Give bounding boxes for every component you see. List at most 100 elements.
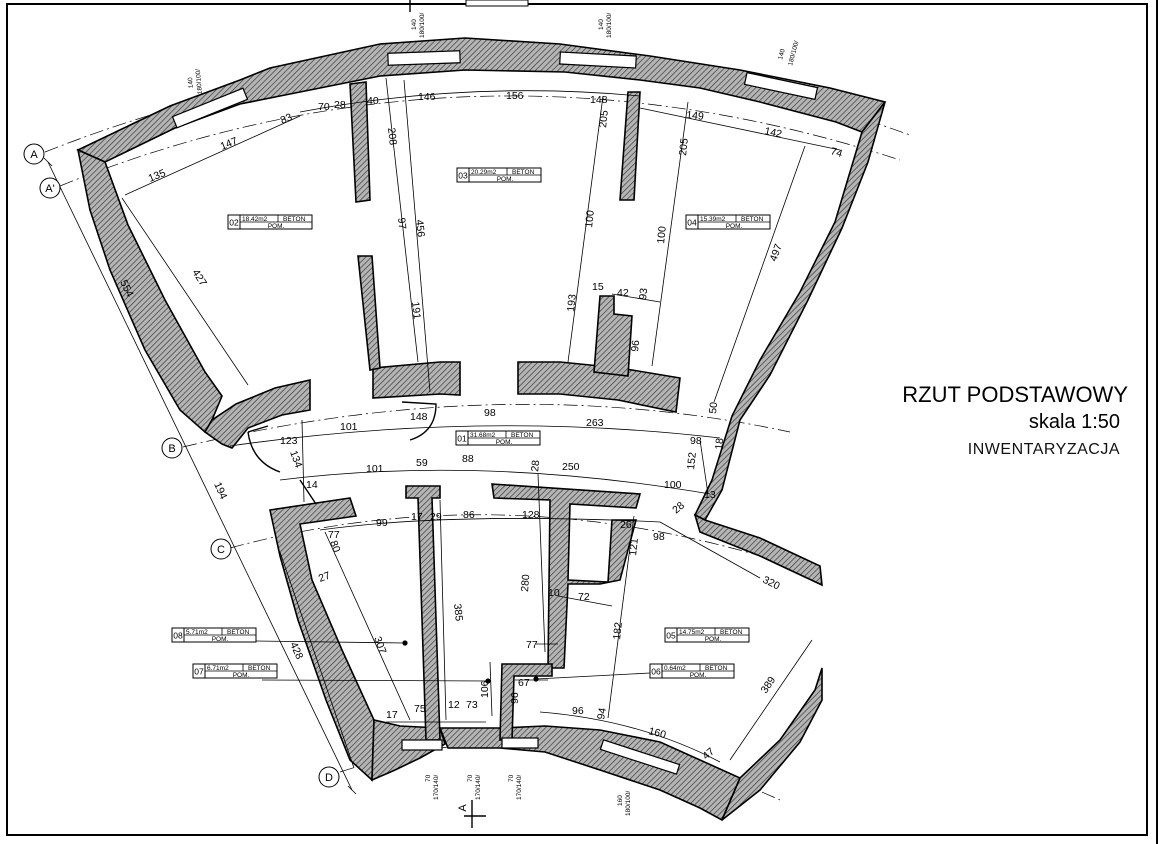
dimension-label: 123 xyxy=(280,435,298,447)
window-label: 180/100/ xyxy=(625,791,632,816)
dimension-label: 28 xyxy=(529,459,542,472)
dimension-label: 148 xyxy=(410,411,428,423)
svg-text:POM.: POM. xyxy=(705,636,722,643)
dimension-label: 182 xyxy=(611,621,625,640)
dimension-label: 74 xyxy=(829,145,844,160)
window-label: 140 xyxy=(598,19,605,30)
svg-text:01: 01 xyxy=(457,434,467,444)
dimension-label: 94 xyxy=(595,707,609,721)
window xyxy=(599,739,681,775)
window-label: 140 xyxy=(777,48,787,61)
dimension-label: 96 xyxy=(572,705,584,717)
dimension-label: 40 xyxy=(367,95,379,107)
dimension-label: 320 xyxy=(761,574,782,593)
svg-text:05: 05 xyxy=(666,631,676,641)
dimension-label: 47 xyxy=(700,745,717,762)
dimension-label: 148 xyxy=(590,94,608,106)
dimension-label: 280 xyxy=(519,574,532,592)
window-label: 180/100/ xyxy=(419,13,426,38)
dimension-label: 100 xyxy=(664,479,682,491)
dimension-label: 17 xyxy=(411,511,423,523)
dimension-lines xyxy=(121,77,841,769)
dimension-label: 100 xyxy=(583,209,597,228)
dimension-label: 208 xyxy=(385,127,399,146)
window-label: 180/100/ xyxy=(606,13,613,38)
svg-text:15.39m2: 15.39m2 xyxy=(700,216,726,223)
dimension-label: 96 xyxy=(509,692,521,704)
dimension-label: 385 xyxy=(451,603,465,622)
window xyxy=(501,737,539,749)
svg-text:14.75m2: 14.75m2 xyxy=(679,629,705,636)
dimension-label: 17 xyxy=(386,709,398,721)
label-leaders xyxy=(255,640,651,684)
svg-text:BETON: BETON xyxy=(741,216,764,223)
axis-marker-a: A xyxy=(23,143,45,165)
svg-text:BETON: BETON xyxy=(512,169,535,176)
svg-text:18.42m2: 18.42m2 xyxy=(242,216,268,223)
dimension-label: 73 xyxy=(466,699,478,711)
svg-text:POM.: POM. xyxy=(690,672,707,679)
dimension-label: 15 xyxy=(592,281,604,293)
dimension-label: 29 xyxy=(430,511,442,523)
svg-text:POM.: POM. xyxy=(496,439,513,446)
dimension-label: 98 xyxy=(653,531,665,543)
dimension-label: 149 xyxy=(686,109,705,123)
window-label: 70 xyxy=(467,774,474,782)
room-label-06: 06 0.64m2 BETON POM. xyxy=(649,663,735,679)
svg-text:04: 04 xyxy=(687,218,697,228)
dimension-label: 80 xyxy=(327,539,342,554)
section-mark: A xyxy=(409,0,486,828)
room-label-01: 01 31.68m2 BETON POM. xyxy=(455,430,541,446)
svg-text:03: 03 xyxy=(458,171,468,181)
drawing-subtitle: INWENTARYZACJA xyxy=(968,441,1120,458)
dimension-label: 205 xyxy=(597,109,611,128)
window xyxy=(401,739,443,751)
dimension-label: 100 xyxy=(655,225,669,244)
axis-markers: A A' B C D xyxy=(23,143,340,788)
svg-text:0.64m2: 0.64m2 xyxy=(664,665,686,672)
dimension-label: 156 xyxy=(506,90,524,102)
window-labels: 140 180/100/ 140 180/100/ 140 180/100/ 1… xyxy=(187,13,800,816)
dimension-label: 193 xyxy=(565,293,579,312)
dimension-label: 77 xyxy=(328,529,340,541)
dimension-label: 160 xyxy=(647,725,667,741)
dimension-label: 10 xyxy=(548,587,560,599)
svg-text:A: A xyxy=(30,149,38,161)
walls xyxy=(76,37,887,822)
svg-text:07: 07 xyxy=(194,667,204,677)
dimension-label: 152 xyxy=(685,451,699,470)
title-block: RZUT PODSTAWOWY skala 1:50 INWENTARYZACJ… xyxy=(902,382,1128,458)
drawing-title: RZUT PODSTAWOWY xyxy=(902,382,1128,407)
svg-text:BETON: BETON xyxy=(720,629,743,636)
doors xyxy=(247,401,437,505)
sheet-frame xyxy=(6,3,1148,836)
svg-text:A': A' xyxy=(45,183,54,195)
svg-text:POM.: POM. xyxy=(497,176,514,183)
svg-text:20.29m2: 20.29m2 xyxy=(471,169,497,176)
window xyxy=(387,50,461,66)
windows xyxy=(171,50,819,775)
svg-text:BETON: BETON xyxy=(227,629,250,636)
room-label-05: 05 14.75m2 BETON POM. xyxy=(664,627,750,643)
outer-dimension xyxy=(43,157,357,795)
dimension-label: 98 xyxy=(484,407,496,419)
dimension-label: 12 xyxy=(448,699,460,711)
axis-marker-c: C xyxy=(210,538,232,560)
dimension-label: 13 xyxy=(704,489,716,501)
window-label: 140 xyxy=(411,19,418,30)
svg-text:POM.: POM. xyxy=(233,672,250,679)
window-label: 160 xyxy=(617,795,624,806)
dimension-label: 121 xyxy=(627,537,641,556)
dimension-label: 135 xyxy=(147,167,168,185)
svg-text:BETON: BETON xyxy=(248,665,271,672)
svg-text:6.71m2: 6.71m2 xyxy=(207,665,229,672)
room-labels: 01 31.68m2 BETON POM. 02 18.42m2 BETON P… xyxy=(171,167,771,679)
dimension-label: 88 xyxy=(462,453,474,465)
dimension-texts: 70 28 40 146 156 148 83 147 135 427 208 … xyxy=(117,90,844,762)
dimension-label: 147 xyxy=(219,135,240,153)
svg-text:5.71m2: 5.71m2 xyxy=(186,629,208,636)
svg-text:BETON: BETON xyxy=(283,216,306,223)
svg-text:B: B xyxy=(168,443,175,455)
window xyxy=(743,71,819,101)
